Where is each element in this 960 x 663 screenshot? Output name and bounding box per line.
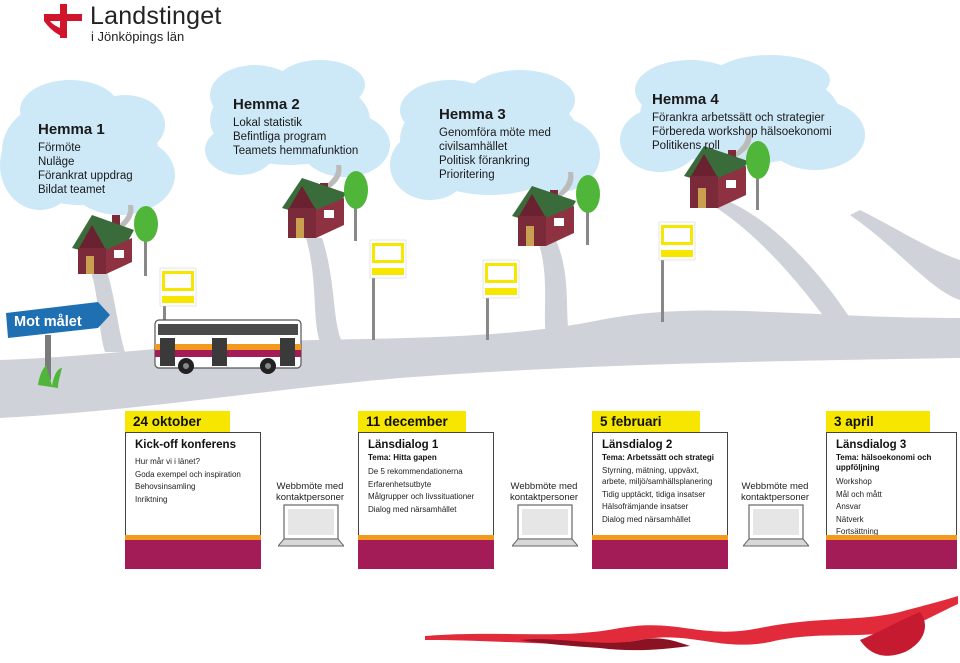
laptop-icon [743, 504, 809, 547]
home-1-item: Förmöte [38, 142, 81, 154]
road [0, 202, 960, 418]
tree-2 [344, 171, 368, 241]
house-3 [512, 172, 576, 246]
event-item: arbete, miljö/samhällsplanering [602, 477, 713, 486]
event-theme: Tema: Hitta gapen [368, 453, 437, 462]
event-date-4: 3 april [826, 411, 930, 433]
home-4-item: Förankra arbetssätt och strategier [652, 112, 825, 124]
home-1-item: Nuläge [38, 156, 75, 168]
event-card-4: Länsdialog 3 Tema: hälsoekonomi och uppf… [826, 432, 957, 569]
event-item: Behovsinsamling [135, 482, 196, 491]
home-4-item: Politikens roll [652, 140, 720, 152]
home-2-title: Hemma 2 [233, 96, 300, 113]
home-3-item: Politisk förankring [439, 155, 530, 167]
home-2-item: Lokal statistik [233, 117, 303, 129]
event-item: Goda exempel och inspiration [135, 469, 241, 479]
event-title: Länsdialog 2 [602, 439, 673, 451]
bus-stop-sign-1 [159, 267, 197, 323]
cloud-4 [620, 55, 865, 172]
event-date-2: 11 december [358, 411, 466, 433]
event-card-2: Länsdialog 1 Tema: Hitta gapen De 5 reko… [358, 432, 494, 569]
signpost [6, 302, 110, 388]
home-2-item: Befintliga program [233, 131, 327, 143]
event-item: Inriktning [135, 494, 168, 504]
home-4-box: Hemma 4 Förankra arbetssätt och strategi… [652, 91, 862, 153]
event-item: Nätverk [836, 514, 864, 524]
card-color-band [125, 535, 261, 569]
event-item: Dialog med närsamhället [368, 504, 457, 514]
event-item: Dialog med närsamhället [602, 514, 691, 524]
event-item: Tidig upptäckt, tidiga insatser [602, 489, 706, 499]
event-item: Styrning, mätning, uppväxt, [602, 466, 699, 475]
laptop-icon [278, 504, 344, 547]
event-item: Workshop [836, 477, 872, 486]
event-item: Målgrupper och livssituationer [368, 492, 475, 501]
tree-3 [576, 175, 600, 245]
event-date-3: 5 februari [592, 411, 700, 433]
home-3-item: Genomföra möte med [439, 127, 551, 139]
event-item: De 5 rekommendationerna [368, 467, 463, 476]
card-color-band [358, 535, 494, 569]
bus-stop-sign-4 [658, 221, 696, 322]
cloud-1 [0, 80, 175, 215]
tree-1 [134, 206, 158, 276]
bus-stop-sign-3 [482, 259, 520, 340]
card-color-band [592, 535, 728, 569]
webinar-label-3: Webbmöte med kontaktpersoner [740, 481, 810, 503]
home-2-box: Hemma 2 Lokal statistik Befintliga progr… [233, 96, 398, 158]
logo-title: Landstinget [90, 2, 222, 30]
home-3-item: civilsamhället [439, 141, 508, 153]
event-title: Kick-off konferens [135, 439, 236, 451]
signpost-label: Mot målet [14, 314, 82, 330]
event-item: Erfarenhetsutbyte [368, 479, 432, 489]
house-4 [684, 132, 752, 208]
webinar-label-1: Webbmöte med kontaktpersoner [275, 481, 345, 503]
home-3-item: Prioritering [439, 169, 495, 181]
card-color-band [826, 535, 957, 569]
event-theme: Tema: Arbetssätt och strategi [602, 453, 715, 462]
home-2-item: Teamets hemmafunktion [233, 145, 359, 157]
event-card-3: Länsdialog 2 Tema: Arbetssätt och strate… [592, 432, 728, 569]
event-item: Fortsättning [836, 527, 879, 536]
event-item: Hälsofrämjande insatser [602, 502, 689, 511]
logo-mark [44, 4, 82, 38]
event-date-1: 24 oktober [125, 411, 230, 433]
home-1-item: Förankrat uppdrag [38, 170, 133, 182]
tree-4 [746, 141, 770, 210]
bus-stop-sign-2 [369, 239, 407, 340]
home-1-box: Hemma 1 Förmöte Nuläge Förankrat uppdrag… [38, 121, 188, 197]
house-1 [72, 205, 134, 274]
cloud-3 [390, 70, 600, 200]
event-title: Länsdialog 1 [368, 439, 439, 451]
event-item: Ansvar [836, 502, 861, 511]
event-theme: Tema: hälsoekonomi och uppföljning [836, 453, 932, 472]
home-1-title: Hemma 1 [38, 121, 105, 138]
bus [154, 319, 302, 374]
home-4-title: Hemma 4 [652, 91, 719, 108]
home-3-box: Hemma 3 Genomföra möte med civilsamhälle… [439, 106, 599, 182]
cloud-2 [205, 60, 390, 177]
event-item: Mål och mått [836, 489, 882, 499]
home-4-item: Förbereda workshop hälsoekonomi [652, 126, 832, 138]
laptop-icon [512, 504, 578, 547]
decorative-ribbon [425, 596, 958, 656]
event-title: Länsdialog 3 [836, 439, 907, 451]
event-card-1: Kick-off konferens Hur mår vi i länet? G… [125, 432, 261, 569]
home-3-title: Hemma 3 [439, 106, 506, 123]
home-1-item: Bildat teamet [38, 184, 106, 196]
webinar-label-2: Webbmöte med kontaktpersoner [509, 481, 579, 503]
event-item: Hur mår vi i länet? [135, 457, 200, 466]
house-2 [282, 165, 346, 238]
logo-subtitle: i Jönköpings län [91, 29, 185, 44]
